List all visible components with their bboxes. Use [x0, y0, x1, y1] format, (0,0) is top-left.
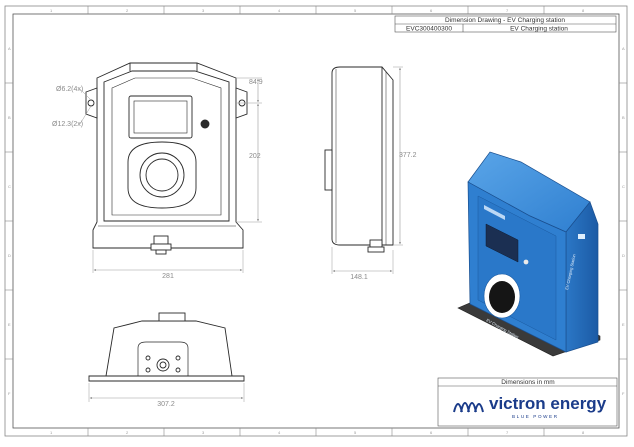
- ruler-row-f-left: F: [8, 391, 11, 396]
- dim-front-width: 281: [162, 273, 174, 280]
- ruler-row-d-left: D: [8, 253, 11, 258]
- dim-bottom-width: 307.2: [157, 401, 175, 408]
- title-block: Dimension Drawing - EV Charging station …: [394, 15, 617, 33]
- dim-side-depth: 148.1: [350, 274, 368, 281]
- drawing-title: Dimension Drawing - EV Charging station: [445, 17, 565, 24]
- bottom-view: [88, 312, 245, 382]
- ruler-col-4-top: 4: [278, 8, 281, 13]
- ruler-col-8-bottom: 8: [582, 430, 585, 435]
- ruler-col-6-bottom: 6: [430, 430, 433, 435]
- ruler-row-b-left: B: [8, 115, 11, 120]
- side-view: [324, 66, 394, 253]
- ruler-col-4-bottom: 4: [278, 430, 281, 435]
- ruler-ticks: [5, 6, 627, 436]
- ruler-row-b-right: B: [622, 115, 625, 120]
- ruler-col-8-top: 8: [582, 8, 585, 13]
- side-view-dimensions: 377.2 148.1: [331, 66, 417, 281]
- ruler-labels: 1 2 3 4 5 6 7 8 1 2 3 4 5 6 7 8 A B C D …: [8, 8, 625, 435]
- part-number: EVC300400300: [406, 26, 452, 33]
- dim-mount-hole-large: Ø12.3(2x): [52, 121, 83, 128]
- ruler-row-c-right: C: [622, 184, 625, 189]
- bottom-view-dimensions: 307.2: [88, 383, 245, 408]
- victron-logo-icon: [453, 402, 484, 413]
- brand-block: Dimensions in mm victron energy BLUE POW…: [437, 377, 618, 427]
- ruler-row-e-left: E: [8, 322, 11, 327]
- ruler-col-7-bottom: 7: [506, 430, 509, 435]
- ruler-col-7-top: 7: [506, 8, 509, 13]
- ruler-col-1-top: 1: [50, 8, 53, 13]
- ruler-col-3-top: 3: [202, 8, 205, 13]
- ruler-col-2-bottom: 2: [126, 430, 129, 435]
- ruler-col-6-top: 6: [430, 8, 433, 13]
- ruler-col-5-top: 5: [354, 8, 357, 13]
- dim-side-height: 377.2: [399, 152, 417, 159]
- isometric-product-view: EV Charging Station EV Charging Station: [457, 151, 601, 357]
- ruler-row-e-right: E: [622, 322, 625, 327]
- units-note: Dimensions in mm: [501, 379, 554, 386]
- ruler-row-a-left: A: [8, 46, 11, 51]
- ruler-row-d-right: D: [622, 253, 625, 258]
- brand-name: victron energy: [489, 394, 607, 413]
- front-view: [85, 62, 248, 255]
- ce-badge: [578, 234, 585, 239]
- ruler-col-3-bottom: 3: [202, 430, 205, 435]
- front-view-dimensions: 281 84.9 202 Ø6.2(4x) Ø12.3(2x): [52, 77, 263, 280]
- brand-tagline: BLUE POWER: [512, 414, 559, 419]
- dim-mount-hole-small: Ø6.2(4x): [56, 86, 83, 93]
- dim-front-top-offset: 84.9: [249, 79, 263, 86]
- part-name: EV Charging station: [510, 26, 568, 33]
- ruler-row-c-left: C: [8, 184, 11, 189]
- dim-front-height: 202: [249, 153, 261, 160]
- ruler-col-2-top: 2: [126, 8, 129, 13]
- ruler-row-a-right: A: [622, 46, 625, 51]
- ruler-col-1-bottom: 1: [50, 430, 53, 435]
- ruler-row-f-right: F: [622, 391, 625, 396]
- ruler-col-5-bottom: 5: [354, 430, 357, 435]
